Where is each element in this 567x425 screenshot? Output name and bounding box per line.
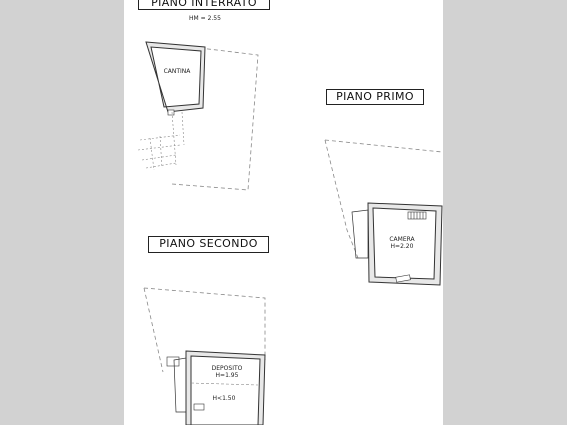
first-floor-lot-boundary-left [324, 139, 359, 259]
second-floor-annex [173, 357, 187, 413]
deposito-height: H=1.95 [215, 372, 239, 379]
room-camera: CAMERA [389, 236, 415, 243]
second-floor-lot-boundary [143, 287, 266, 360]
basement-walls [145, 41, 206, 113]
first-floor-annex [351, 209, 369, 259]
first-floor-stairs [407, 211, 427, 220]
second-floor-stairs [166, 356, 180, 367]
second-floor-plan [143, 287, 266, 425]
first-floor-entry-step [395, 274, 411, 283]
first-floor-plan [324, 139, 443, 286]
basement-plan [137, 41, 259, 191]
first-floor-lot-boundary [324, 139, 443, 153]
first-floor-walls [367, 202, 443, 286]
room-deposito: DEPOSITO [211, 365, 243, 372]
camera-height: H=2.20 [390, 243, 414, 250]
title-piano-secondo: PIANO SECONDO [148, 236, 269, 253]
basement-door [167, 109, 175, 116]
deposito-low-height: H<1.50 [212, 395, 236, 402]
height-divider-line [190, 382, 259, 386]
second-floor-step [193, 403, 205, 411]
basement-stairs [137, 111, 185, 171]
second-floor-walls [185, 350, 266, 425]
title-piano-primo: PIANO PRIMO [326, 89, 424, 105]
basement-lot-boundary [171, 47, 259, 191]
room-cantina: CANTINA [163, 68, 191, 75]
basement-height-note: HM = 2.55 [189, 15, 221, 22]
second-floor-lot-boundary-left [143, 287, 164, 373]
title-piano-interrato: PIANO INTERRATO [138, 0, 270, 10]
drawing-sheet [124, 0, 443, 425]
